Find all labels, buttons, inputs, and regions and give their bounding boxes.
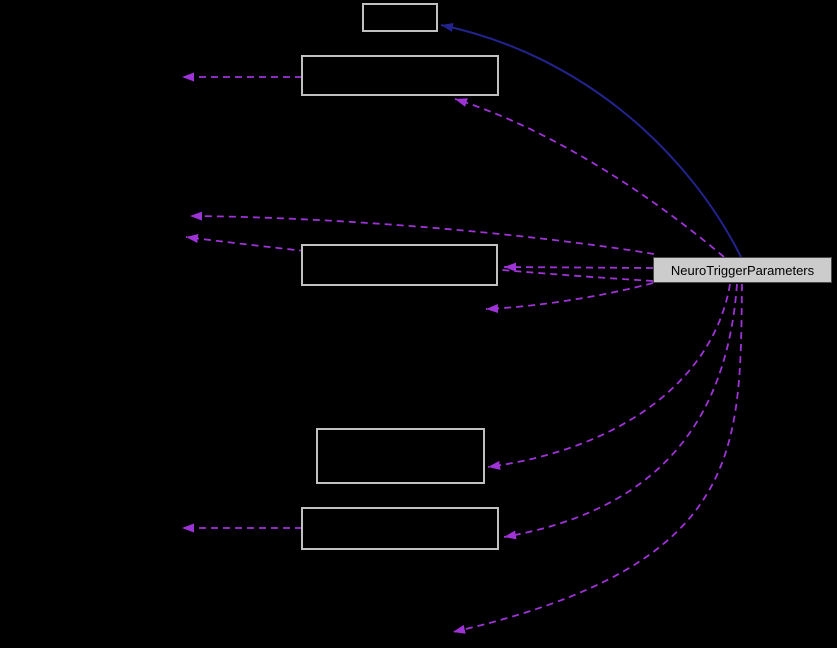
usage-arrow-to-box2-bottom	[454, 98, 725, 258]
related-class-box-top[interactable]	[362, 3, 438, 32]
usage-arrow-to-box3-right	[503, 262, 654, 272]
inheritance-arrow-to-base-box	[440, 23, 742, 258]
main-node-neurotriggerparameters: NeuroTriggerParameters	[653, 257, 832, 283]
usage-arrow-below-box3	[485, 282, 654, 314]
related-class-box-second[interactable]	[301, 55, 499, 96]
usage-arrow-to-bottom-left	[452, 283, 743, 634]
related-class-box-middle[interactable]	[301, 244, 498, 286]
usage-arrow-to-box4-right	[487, 283, 731, 470]
node-layer	[301, 3, 499, 550]
main-node-label: NeuroTriggerParameters	[670, 262, 815, 278]
related-class-box-fifth[interactable]	[301, 507, 499, 550]
usage-arrow-to-left-upper	[189, 211, 655, 255]
related-class-box-fourth[interactable]	[316, 428, 485, 484]
usage-arrow-to-box5-right	[503, 283, 738, 540]
